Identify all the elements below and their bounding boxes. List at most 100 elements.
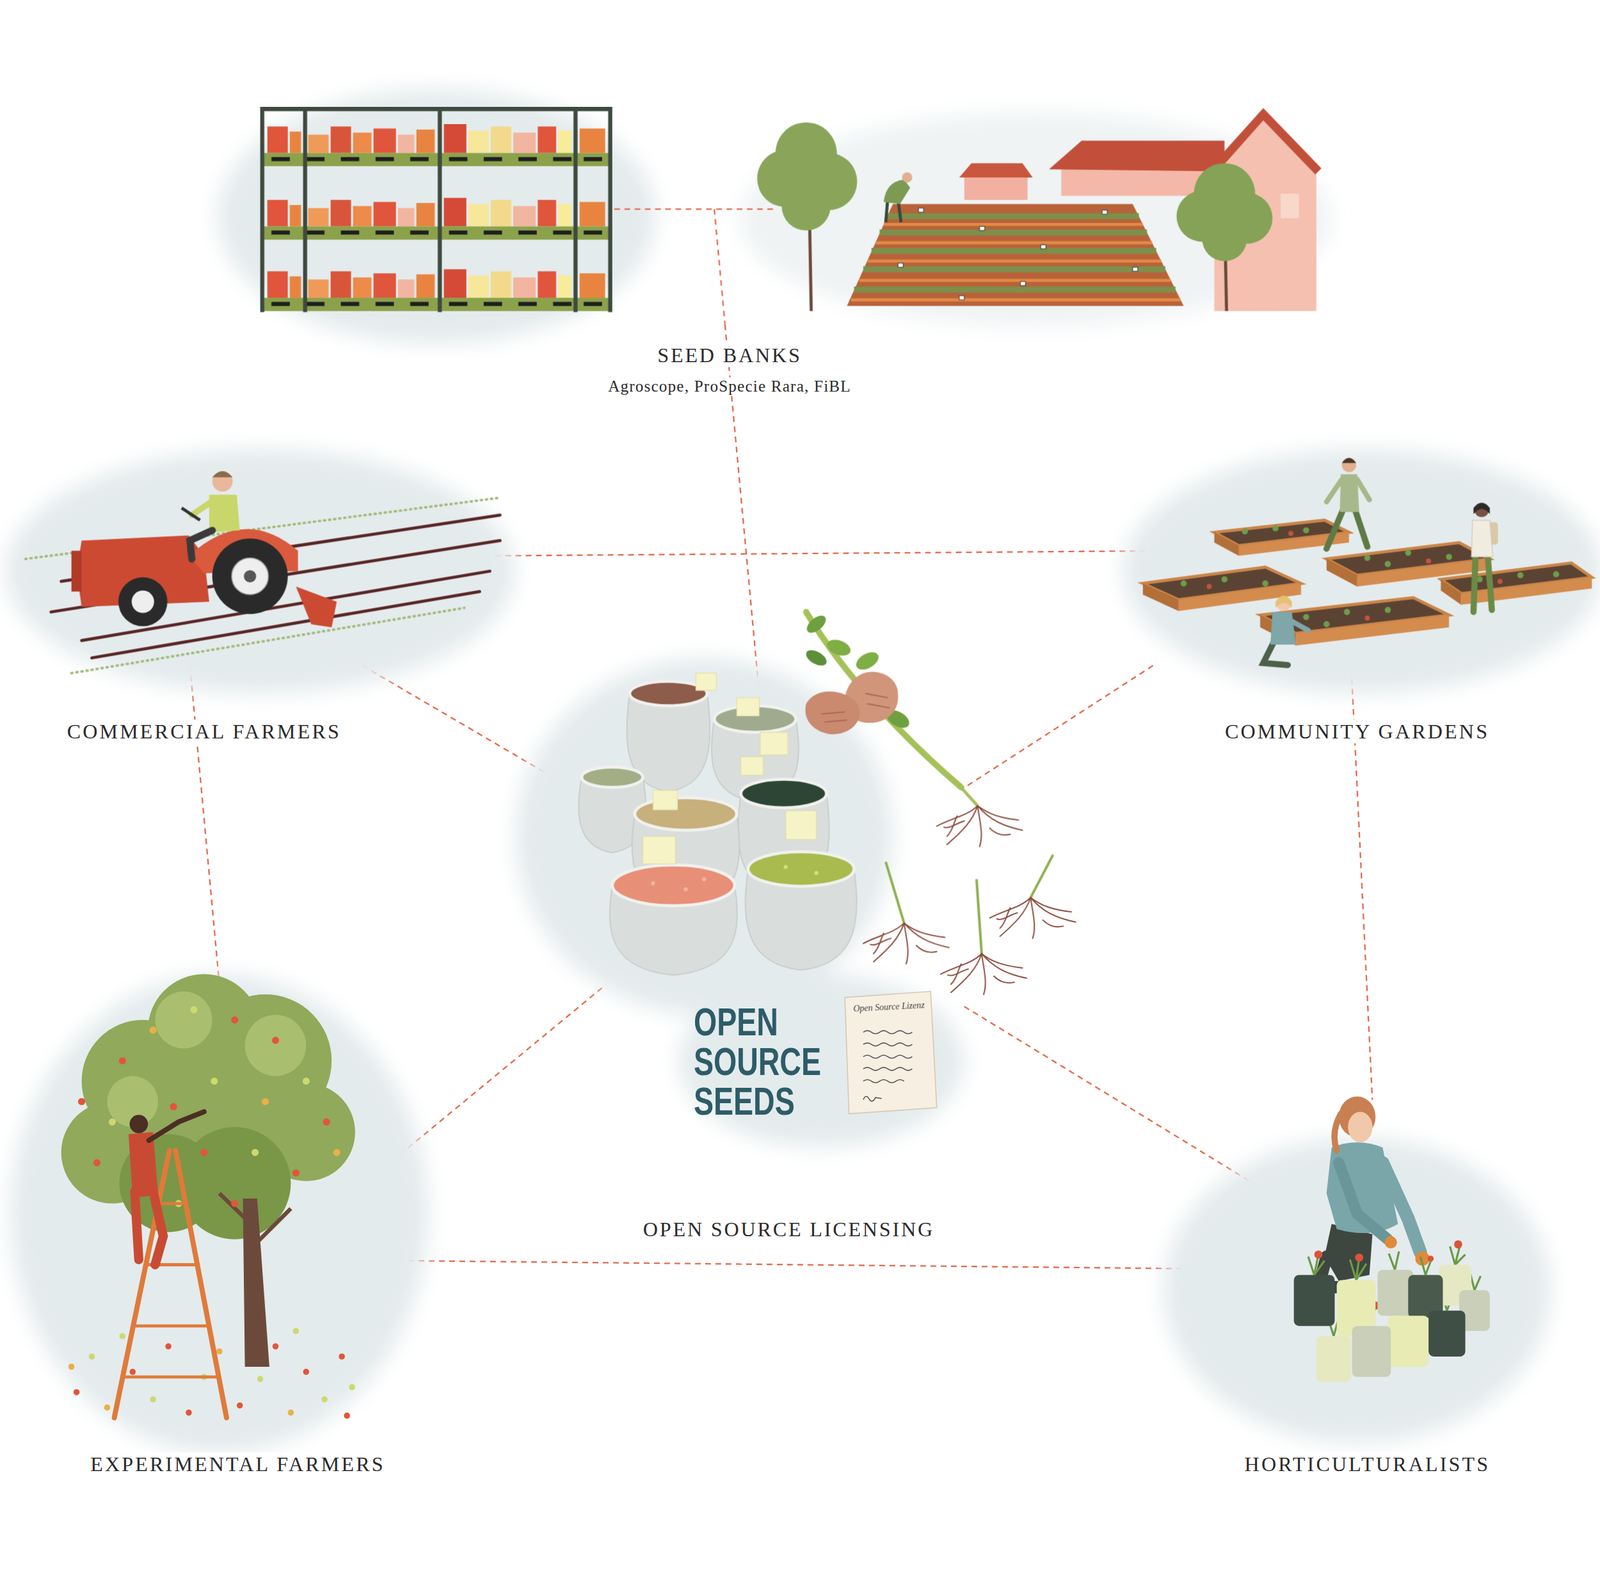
trial-field [1280, 193, 1300, 219]
garden-beds [1440, 579, 1462, 605]
ladder-picker [134, 1191, 164, 1266]
dashed-connector [964, 665, 1154, 788]
plant-cutting [803, 612, 829, 637]
apple-tree [242, 1198, 269, 1368]
garden-beds [1404, 549, 1412, 557]
watercolour-ground [5, 88, 1600, 1455]
garden-beds [1445, 554, 1453, 561]
seed-bank-node: SEED BANKSAgroscope, ProSpecie Rara, FiB… [255, 101, 1322, 325]
horticulturalist [1384, 1236, 1398, 1249]
trial-field [875, 241, 1152, 245]
trial-field [897, 263, 904, 267]
dashed-connector [1351, 678, 1373, 1101]
apple-tree [104, 1404, 111, 1412]
garden-beds [1384, 561, 1392, 568]
garden-beds [1364, 554, 1371, 562]
garden-beds [1180, 580, 1188, 587]
licence-paper [863, 1096, 882, 1101]
farmer-node: EXPERIMENTAL FARMERS [61, 984, 378, 1424]
watercolour-ground [678, 974, 964, 1148]
apple-tree [251, 1149, 259, 1157]
gardeners [1342, 458, 1357, 473]
licence-paper [863, 1043, 913, 1047]
apple-tree [93, 1159, 101, 1167]
plant-cutting [1030, 855, 1053, 898]
apple-tree [190, 1006, 198, 1014]
licence-paper [844, 991, 937, 1114]
apple-tree [78, 1006, 341, 1208]
licence-paper [863, 1067, 913, 1071]
trial-field [1176, 163, 1273, 262]
garden-beds [1303, 614, 1310, 621]
gardeners [1270, 611, 1296, 645]
apple-tree [293, 1328, 300, 1335]
licence-paper [863, 1031, 913, 1102]
watercolour-ground [1163, 1137, 1552, 1444]
apple-tree [165, 1343, 172, 1350]
trial-field [883, 179, 911, 205]
garden-beds [1272, 525, 1279, 532]
plant-pots [1294, 1274, 1336, 1327]
tractor [212, 538, 288, 615]
plant-cutting [959, 785, 978, 806]
tractor [71, 471, 338, 628]
seed-bags [629, 681, 708, 706]
apple-tree [216, 1348, 223, 1355]
plant-cutting [803, 611, 1076, 995]
plant-cutting [936, 805, 1023, 847]
apple-tree [119, 1057, 127, 1065]
seed-shelf [260, 106, 265, 312]
apple-tree [119, 1127, 292, 1240]
apple-tree [210, 1077, 218, 1085]
seed-bags [736, 697, 760, 717]
garden-beds [1241, 528, 1248, 536]
trial-field [879, 229, 1147, 237]
garden-node: COMMUNITY GARDENS [1153, 454, 1588, 680]
seed-shelf [303, 106, 308, 312]
garden-beds [1553, 571, 1560, 578]
plant-pots [1352, 1326, 1392, 1378]
apple-tree [106, 991, 306, 1128]
seed-shelf [260, 106, 613, 312]
gardeners [1473, 556, 1492, 613]
garden-beds [1296, 615, 1449, 646]
garden-beds [1425, 558, 1432, 564]
apple-tree [200, 1149, 208, 1157]
gardeners [1275, 595, 1293, 608]
licence-title: Open Source Lizenz [853, 1000, 925, 1015]
gardeners [1326, 510, 1368, 550]
apple-tree [231, 1200, 239, 1208]
garden-beds [1214, 532, 1239, 557]
apple-tree [272, 1036, 280, 1044]
ladder-picker [128, 1132, 159, 1198]
apple-tree [68, 1363, 75, 1371]
trial-field [1020, 281, 1026, 286]
dashed-connector [188, 645, 220, 985]
seed-bags [783, 865, 818, 876]
trial-field [1214, 116, 1316, 312]
plant-pots [1428, 1310, 1465, 1357]
gardeners [1263, 458, 1499, 666]
plant-pots [1427, 1255, 1435, 1263]
trial-field [883, 222, 1144, 226]
apple-tree [302, 1077, 310, 1085]
trial-field [757, 108, 1322, 312]
plant-pots [1454, 1240, 1463, 1249]
licence-paper [863, 1031, 913, 1035]
trial-field [959, 163, 1033, 178]
garden-beds [1178, 583, 1302, 612]
node-subtitle: Agroscope, ProSpecie Rara, FiBL [604, 377, 856, 397]
trial-field [979, 226, 985, 231]
apple-tree [169, 1103, 177, 1111]
apple-tree [73, 1389, 80, 1396]
horticulturalist [1334, 1114, 1341, 1151]
node-heading: COMMUNITY GARDENS [1221, 720, 1494, 744]
trial-field [1132, 267, 1138, 272]
seed-bags [741, 757, 764, 776]
plant-pots [1314, 1250, 1323, 1259]
apple-tree [231, 1016, 239, 1024]
garden-beds [1180, 525, 1560, 628]
tractor [212, 471, 233, 478]
